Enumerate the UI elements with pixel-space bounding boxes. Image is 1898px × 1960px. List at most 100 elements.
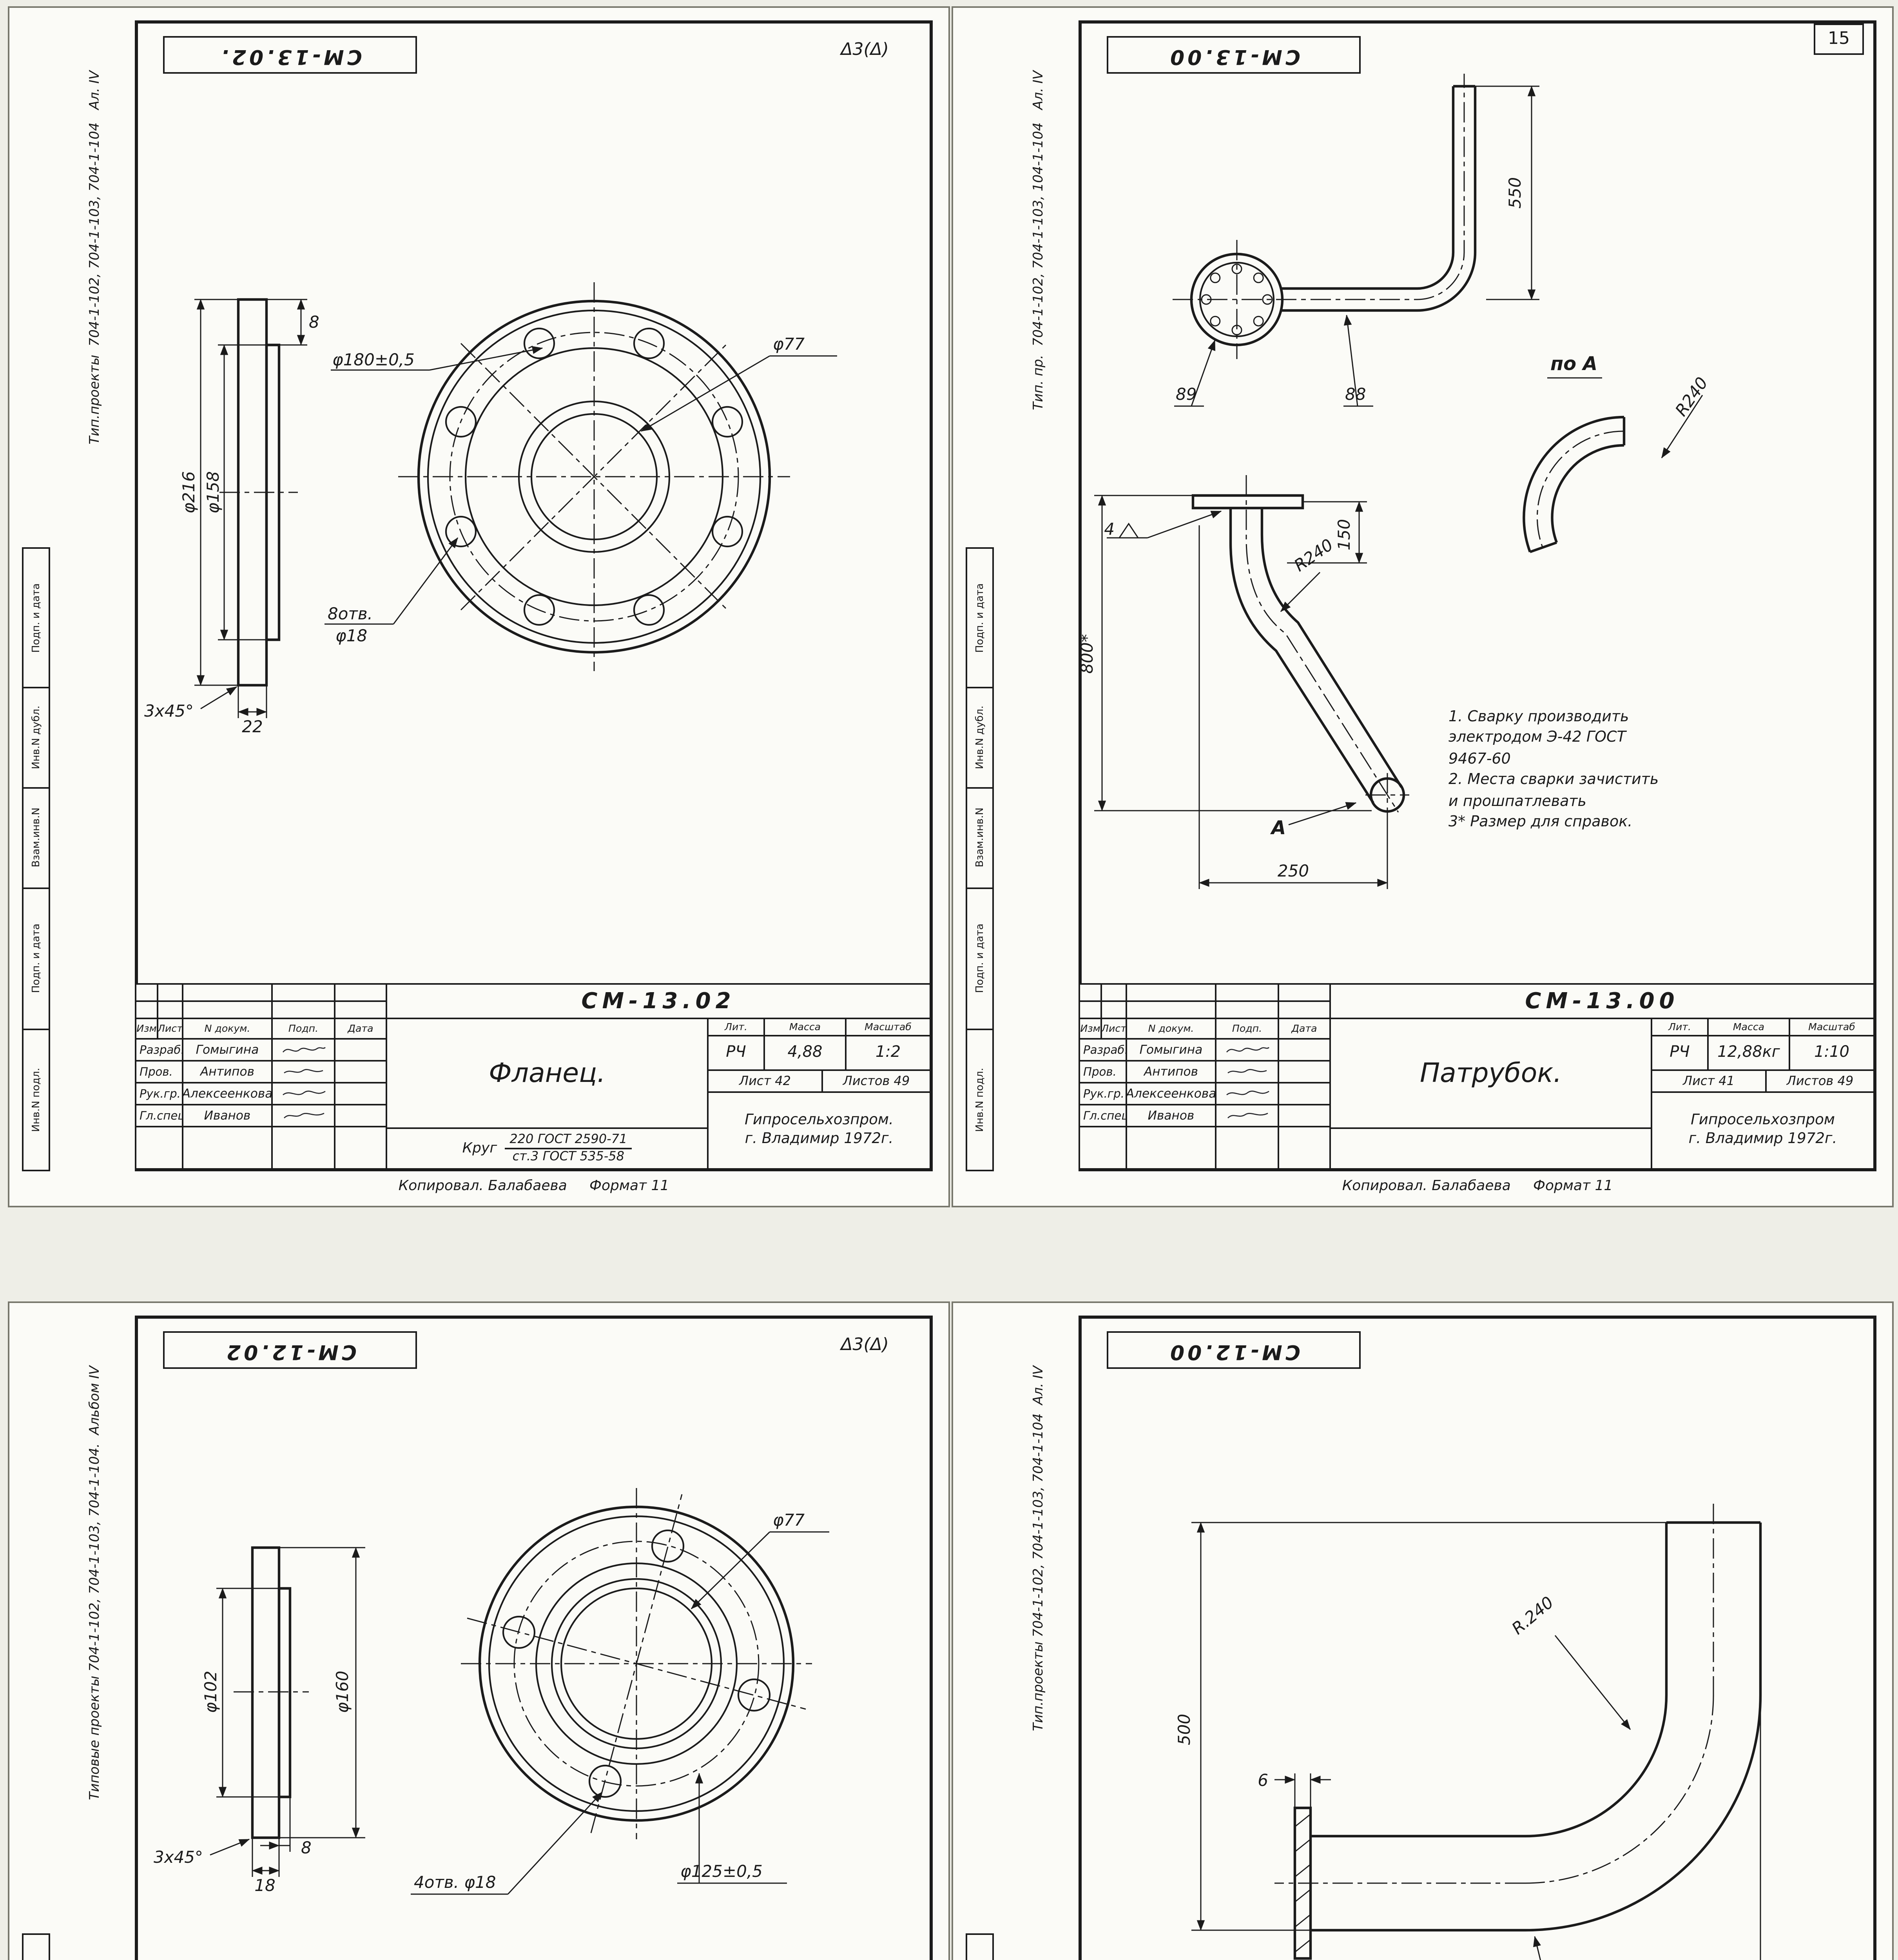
corner-stamp-text: СМ-13.02.: [218, 44, 362, 67]
dim-label-outer-diameter: φ160: [333, 1671, 352, 1713]
lit-value: РЧ: [1652, 1036, 1709, 1071]
col-list: Лист: [158, 1019, 183, 1040]
margin-cell-label: Взам.инв.N: [30, 808, 42, 868]
empty-cell: [1080, 985, 1102, 1002]
flange-section-view: φ102 φ160 8 3x45° 18: [154, 1546, 365, 1895]
pos-label-89: 89: [1176, 385, 1196, 404]
dim-label-holes: 4отв. φ18: [414, 1873, 496, 1892]
margin-cell-label: Подп. и дата: [973, 583, 986, 653]
margin-cell: Инв.N подл.: [22, 1030, 50, 1171]
date-cell: [335, 1062, 387, 1083]
corner-stamp: СМ-13.02.: [163, 36, 417, 74]
dim-label-mid-diameter: φ158: [203, 471, 223, 514]
empty-cell: [335, 1002, 387, 1019]
signature-cell: [273, 1083, 335, 1105]
empty-cell: [1127, 1002, 1216, 1019]
corner-mark: Δ3(Δ): [841, 1334, 889, 1355]
dim-label-250: 250: [1278, 861, 1309, 880]
sheets-total: Листов 49: [823, 1071, 931, 1093]
margin-cell: Подп. и дата: [966, 547, 994, 688]
role-name: Иванов: [183, 1105, 273, 1127]
date-cell: [1279, 1105, 1331, 1127]
material-cell: [1331, 1129, 1652, 1170]
copied-by-line: Копировал. Балабаева Формат 11: [1342, 1179, 1613, 1195]
date-cell: [335, 1083, 387, 1105]
margin-project-note: Тип. пр. 704-1-102, 704-1-103, 104-1-104…: [1031, 71, 1047, 410]
empty-cell: [1279, 1127, 1331, 1170]
drawing-canvas-flange-13-02: φ216 φ158 8 3x45° 22: [144, 282, 837, 736]
material-bottom: ст.3 ГОСТ 535-58: [512, 1149, 624, 1163]
flange-front-view: φ77 4отв. φ18 φ125±0,5: [411, 1488, 829, 1895]
empty-cell: [335, 1127, 387, 1170]
empty-cell: [136, 1127, 183, 1170]
pipe-bend-view: 500 R.240 6 87 5 86: [1175, 1504, 1762, 1960]
margin-cell: Взам.инв.N: [22, 789, 50, 889]
drawing-frame: 550 89 88 по А R240: [1079, 20, 1876, 1171]
col-list: Лист: [1102, 1019, 1127, 1040]
col-sign: Подп.: [273, 1019, 335, 1040]
sheet-sm-13-02: Тип.проекты 704-1-102, 704-1-103, 704-1-…: [8, 6, 950, 1207]
signature-cell: [273, 1062, 335, 1083]
weld-triangle-icon: [1118, 523, 1139, 539]
margin-cell-label: Подп. и дата: [30, 583, 42, 653]
sheet-sm-12-02: Типовые проекты 704-1-102, 704-1-103, 70…: [8, 1301, 950, 1960]
role-name: Антипов: [183, 1062, 273, 1083]
empty-cell: [1279, 1002, 1331, 1019]
signature-icon: [283, 1069, 323, 1074]
margin-cell: Подп. и дата: [966, 889, 994, 1030]
note-line: 2. Места сварки зачистить: [1448, 772, 1659, 789]
signature-icon: [1227, 1069, 1266, 1074]
empty-cell: [273, 1002, 335, 1019]
signature-cell: [273, 1105, 335, 1127]
removed-view-A: по А R240: [1523, 353, 1712, 554]
role-name: Антипов: [1127, 1062, 1216, 1083]
flange-section-view: φ216 φ158 8 3x45° 22: [144, 298, 319, 736]
scale-value: 1:10: [1790, 1036, 1875, 1071]
copied-by-line: Копировал. Балабаева Формат 11: [398, 1179, 669, 1195]
margin-cell-label: Подп. и дата: [30, 924, 42, 994]
signature-icon: [281, 1047, 325, 1053]
page-number-box: 15: [1814, 24, 1864, 55]
mass-value: 4,88: [765, 1036, 847, 1071]
dim-label-chamfer: 3x45°: [144, 701, 194, 720]
sheet-sm-13-00: Тип. пр. 704-1-102, 704-1-103, 104-1-104…: [952, 6, 1894, 1207]
margin-cells: Подп. и дата Инв.N дубл. Взам.инв.N Подп…: [966, 547, 994, 1171]
lit-value: РЧ: [709, 1036, 765, 1071]
pipe-main-view: R240 150 800* 4 А 250: [1079, 475, 1409, 889]
col-date: Дата: [335, 1019, 387, 1040]
corner-stamp: СМ-12.02: [163, 1331, 417, 1369]
margin-cell: Подп. и дата: [22, 889, 50, 1030]
org-line2: г. Владимир 1972г.: [745, 1131, 894, 1148]
empty-cell: [335, 985, 387, 1002]
role-label: Гл.спец: [1080, 1105, 1127, 1127]
empty-cell: [1127, 985, 1216, 1002]
empty-cell: [1127, 1127, 1216, 1170]
technical-notes: 1. Сварку производить электродом Э-42 ГО…: [1448, 707, 1840, 834]
role-label: Разраб.: [136, 1040, 183, 1062]
lit-header: Лит.: [709, 1019, 765, 1036]
margin-cell-label: Инв.N подл.: [973, 1068, 986, 1132]
sheet-number: Лист 41: [1652, 1071, 1767, 1093]
view-arrow-label: А: [1270, 817, 1286, 839]
margin-cell: Инв.N подл.: [966, 1030, 994, 1171]
part-title: Фланец.: [387, 1019, 709, 1129]
margin-project-note: Тип.проекты 704-1-102, 704-1-103, 704-1-…: [1031, 1366, 1047, 1731]
sheet-number: Лист 42: [709, 1071, 823, 1093]
empty-cell: [1216, 1127, 1279, 1170]
corner-stamp-text: СМ-12.00: [1167, 1339, 1300, 1363]
role-label: Пров.: [136, 1062, 183, 1083]
margin-cells: Подп. и дата Инв.N дубл. Взам.инв.N Подп…: [22, 547, 50, 1171]
doc-number: СМ-13.00: [1331, 985, 1875, 1019]
role-label: Пров.: [1080, 1062, 1127, 1083]
margin-cells: Подп. и дата Инв.N дубл. Взам.инв.N Подп…: [22, 1933, 50, 1960]
margin-cell-label: Подп. и дата: [973, 924, 986, 994]
role-name: Гомыгина: [183, 1040, 273, 1062]
weld-mark-label: 4: [1104, 519, 1115, 539]
drawing-frame: 500 R.240 6 87 5 86: [1079, 1316, 1876, 1960]
drawing-canvas-pipe-12-00: 500 R.240 6 87 5 86: [1175, 1504, 1762, 1960]
empty-cell: [1080, 1002, 1102, 1019]
dim-label-6: 6: [1258, 1771, 1268, 1790]
